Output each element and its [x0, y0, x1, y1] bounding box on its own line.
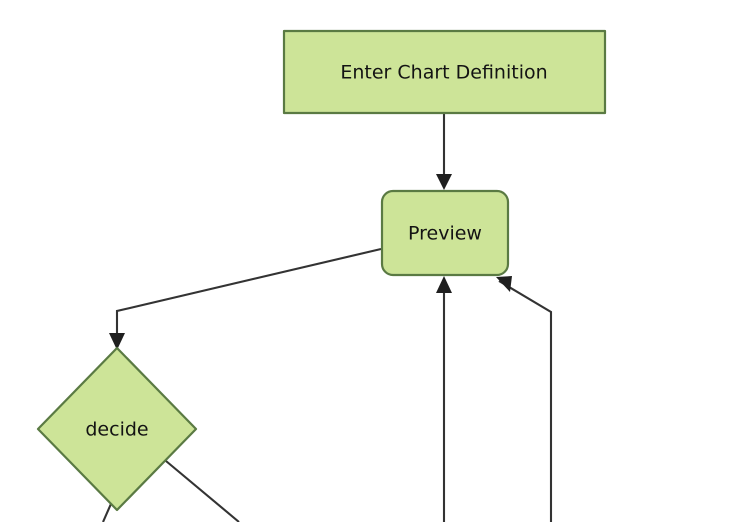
edge-decide-out-right — [159, 455, 240, 522]
node-preview-shape[interactable] — [380, 189, 510, 277]
node-preview-label: Preview — [408, 223, 482, 245]
node-enter-chart-definition[interactable]: Enter Chart Definition — [282, 29, 607, 115]
node-layer: Enter Chart Definition Preview decide — [36, 29, 607, 512]
node-decide-label: decide — [85, 419, 148, 441]
edge-layer — [102, 114, 553, 522]
arrow-head-preview-to-decide — [109, 333, 125, 350]
edge-into-preview-right — [498, 280, 553, 522]
node-preview[interactable]: Preview — [380, 189, 510, 277]
node-decide[interactable]: decide — [36, 346, 198, 512]
arrow-head-into-preview-center — [436, 276, 452, 293]
arrow-head-enter-to-preview — [436, 174, 452, 190]
edge-preview-to-decide — [115, 247, 382, 341]
node-decide-shape[interactable] — [36, 346, 198, 512]
arrow-head-into-preview-right — [496, 276, 512, 292]
node-enter-chart-definition-shape[interactable] — [282, 29, 607, 115]
node-enter-chart-definition-label: Enter Chart Definition — [340, 62, 547, 84]
